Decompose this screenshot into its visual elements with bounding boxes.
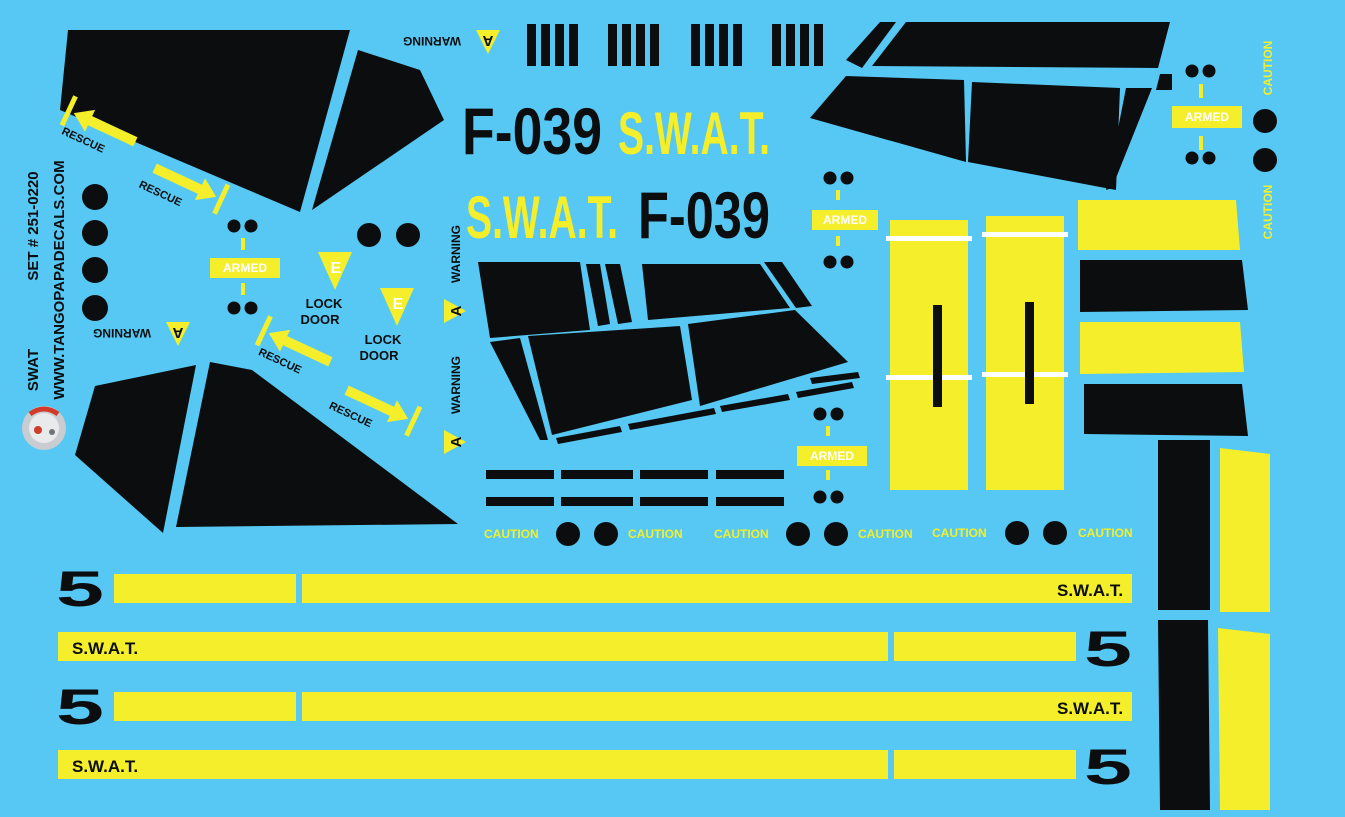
far-right-vertical-panels — [1158, 440, 1270, 810]
lower-left-wing-panel — [75, 365, 196, 533]
unit-stripe-label: S.W.A.T. — [72, 639, 138, 658]
unit-stripe-label: S.W.A.T. — [1057, 699, 1123, 718]
squad-number: 5 — [1084, 739, 1132, 795]
callsign-top: F-039 — [462, 94, 602, 168]
yellow-tail-panel-left — [886, 220, 972, 490]
unit-name-top: S.W.A.T. — [618, 100, 770, 167]
eject-letter: E — [393, 296, 404, 313]
warning-letter: A — [172, 324, 183, 341]
right-stripe-panels — [1078, 200, 1248, 436]
squad-number: 5 — [56, 561, 104, 617]
stripe-row-3: 5 S.W.A.T. — [56, 679, 1132, 735]
warning-marking-vertical-2: A WARNING — [444, 356, 466, 454]
door-label: DOOR — [301, 312, 341, 327]
caution-label: CAUTION — [932, 526, 987, 540]
warning-letter: A — [482, 32, 493, 49]
callsign-middle: F-039 — [638, 178, 770, 252]
caution-label: CAUTION — [858, 527, 913, 541]
squad-number: 5 — [1084, 621, 1132, 677]
caution-label: CAUTION — [628, 527, 683, 541]
armed-label: ARMED — [1185, 110, 1229, 124]
warning-letter: A — [448, 305, 465, 316]
yellow-tail-panel-right — [982, 216, 1068, 490]
left-dot-column — [82, 184, 108, 321]
caution-row: CAUTION CAUTION CAUTION CAUTION CAUTION … — [484, 521, 1133, 546]
lock-label: LOCK — [306, 296, 343, 311]
unit-name-middle: S.W.A.T. — [466, 184, 618, 251]
caution-label: CAUTION — [1078, 526, 1133, 540]
armed-marking-right: ARMED — [1172, 64, 1242, 165]
warning-marking-upside-1: A WARNING — [403, 30, 500, 54]
armed-marking-center-bottom: ARMED — [797, 407, 867, 504]
set-number-label: SET # 251-0220 — [25, 171, 42, 280]
armed-label: ARMED — [223, 261, 267, 275]
stripe-row-2: S.W.A.T. 5 — [58, 621, 1132, 677]
door-label: DOOR — [360, 348, 400, 363]
stripe-row-1: 5 S.W.A.T. — [56, 561, 1132, 617]
lock-door-marking-2: E LOCK DOOR — [360, 288, 414, 363]
lower-left-wing-tip-panel — [176, 362, 458, 527]
subject-label: SWAT — [25, 349, 42, 391]
warning-marking-vertical-1: A WARNING — [444, 225, 466, 323]
upper-right-wing-panel-group — [810, 22, 1172, 190]
black-dot — [1253, 109, 1277, 133]
armed-marking-center-top: ARMED — [812, 171, 878, 269]
brand-logo — [22, 406, 66, 450]
black-dash-bars — [486, 470, 784, 506]
warning-letter: A — [448, 436, 465, 447]
armed-label: ARMED — [810, 449, 854, 463]
caution-label: CAUTION — [484, 527, 539, 541]
armed-marking-left: ARMED — [210, 219, 280, 315]
unit-stripe-label: S.W.A.T. — [72, 757, 138, 776]
website-label: WWW.TANGOPAPADECALS.COM — [51, 160, 68, 399]
lock-label: LOCK — [365, 332, 402, 347]
black-stripe-bars — [527, 24, 823, 66]
stripe-row-4: S.W.A.T. 5 — [58, 739, 1132, 795]
black-dot — [1253, 148, 1277, 172]
armed-label: ARMED — [823, 213, 867, 227]
warning-label: WARNING — [449, 225, 463, 283]
caution-label-vertical-1: CAUTION — [1261, 41, 1275, 96]
warning-label: WARNING — [93, 326, 151, 340]
black-dot — [357, 223, 381, 247]
lock-door-marking-1: E LOCK DOOR — [301, 252, 352, 327]
squad-number: 5 — [56, 679, 104, 735]
unit-stripe-label: S.W.A.T. — [1057, 581, 1123, 600]
caution-label-vertical-2: CAUTION — [1261, 185, 1275, 240]
warning-label: WARNING — [403, 34, 461, 48]
caution-label: CAUTION — [714, 527, 769, 541]
warning-marking-upside-2: A WARNING — [93, 322, 190, 346]
warning-label: WARNING — [449, 356, 463, 414]
eject-letter: E — [331, 260, 342, 277]
black-dot — [396, 223, 420, 247]
center-wing-panel-group — [478, 262, 860, 444]
upper-left-wing-tip-panel — [312, 50, 444, 210]
upper-left-wing-panel — [60, 30, 350, 212]
